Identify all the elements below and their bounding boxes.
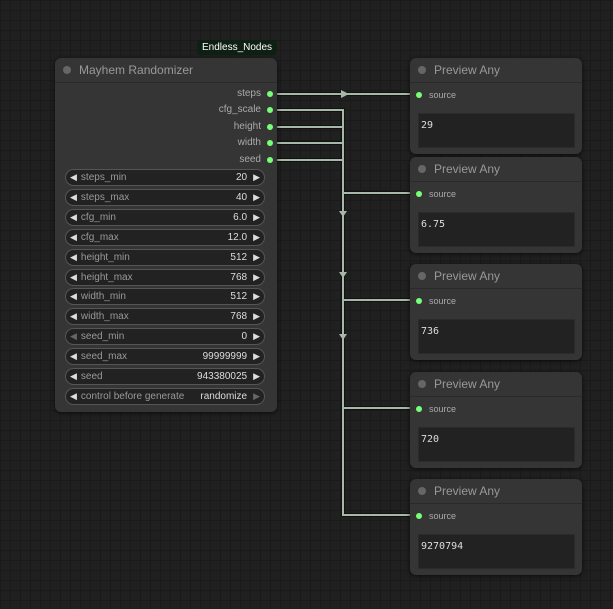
increment-arrow-icon[interactable]: ▶ <box>253 311 260 322</box>
node-title: Preview Any <box>434 63 501 77</box>
node-pack-badge: Endless_Nodes <box>197 40 278 55</box>
preview-any-node[interactable]: Preview Any source 9270794 <box>410 479 582 575</box>
output-cfg_scale[interactable]: cfg_scale <box>219 104 273 115</box>
collapse-dot-icon[interactable] <box>418 272 426 280</box>
decrement-arrow-icon[interactable]: ◀ <box>70 390 77 401</box>
increment-arrow-icon[interactable]: ▶ <box>253 211 260 222</box>
decrement-arrow-icon[interactable]: ◀ <box>70 271 77 282</box>
output-slot-icon[interactable] <box>267 156 273 163</box>
preview-output-text[interactable]: 9270794 <box>418 534 575 569</box>
collapse-dot-icon[interactable] <box>418 380 426 388</box>
node-title: Preview Any <box>434 269 501 283</box>
preview-any-node[interactable]: Preview Any source 720 <box>410 372 582 468</box>
output-slot-icon[interactable] <box>267 106 273 113</box>
increment-arrow-icon[interactable]: ▶ <box>253 331 260 342</box>
node-title: Mayhem Randomizer <box>79 63 194 77</box>
preview-output-text[interactable]: 720 <box>418 427 575 462</box>
preview-output-text[interactable]: 29 <box>418 113 575 148</box>
increment-arrow-icon[interactable]: ▶ <box>253 251 260 262</box>
decrement-arrow-icon[interactable]: ◀ <box>70 331 77 342</box>
collapse-dot-icon[interactable] <box>418 66 426 74</box>
output-slot-icon[interactable] <box>267 90 273 97</box>
decrement-arrow-icon[interactable]: ◀ <box>70 371 77 381</box>
increment-arrow-icon[interactable]: ▶ <box>253 351 260 362</box>
input-source[interactable]: source <box>416 511 456 521</box>
collapse-dot-icon[interactable] <box>418 165 426 173</box>
decrement-arrow-icon[interactable]: ◀ <box>70 172 77 182</box>
collapse-dot-icon[interactable] <box>63 66 71 74</box>
decrement-arrow-icon[interactable]: ◀ <box>70 291 77 302</box>
increment-arrow-icon[interactable]: ▶ <box>253 371 260 381</box>
input-source[interactable]: source <box>416 90 456 100</box>
output-width[interactable]: width <box>238 137 273 148</box>
output-slot-icon[interactable] <box>267 139 273 146</box>
increment-arrow-icon[interactable]: ▶ <box>253 172 260 182</box>
preview-any-node[interactable]: Preview Any source 29 <box>410 58 582 154</box>
collapse-dot-icon[interactable] <box>418 487 426 495</box>
input-slot-icon[interactable] <box>416 92 422 98</box>
input-source[interactable]: source <box>416 189 456 199</box>
input-slot-icon[interactable] <box>416 406 422 412</box>
input-slot-icon[interactable] <box>416 513 422 519</box>
output-height[interactable]: height <box>234 121 273 132</box>
input-slot-icon[interactable] <box>416 298 422 304</box>
decrement-arrow-icon[interactable]: ◀ <box>70 311 77 322</box>
preview-output-text[interactable]: 6.75 <box>418 212 575 247</box>
increment-arrow-icon[interactable]: ▶ <box>253 191 260 202</box>
input-slot-icon[interactable] <box>416 191 422 197</box>
output-slot-icon[interactable] <box>267 123 273 130</box>
increment-arrow-icon[interactable]: ▶ <box>253 271 260 282</box>
output-seed[interactable]: seed <box>239 154 273 165</box>
increment-arrow-icon[interactable]: ▶ <box>253 231 260 242</box>
decrement-arrow-icon[interactable]: ◀ <box>70 211 77 222</box>
preview-any-node[interactable]: Preview Any source 736 <box>410 264 582 360</box>
output-steps[interactable]: steps <box>237 88 273 99</box>
node-title: Preview Any <box>434 484 501 498</box>
preview-any-node[interactable]: Preview Any source 6.75 <box>410 157 582 253</box>
input-source[interactable]: source <box>416 404 456 414</box>
node-title: Preview Any <box>434 377 501 391</box>
node-title: Preview Any <box>434 162 501 176</box>
decrement-arrow-icon[interactable]: ◀ <box>70 351 77 362</box>
increment-arrow-icon[interactable]: ▶ <box>253 390 260 401</box>
increment-arrow-icon[interactable]: ▶ <box>253 291 260 302</box>
decrement-arrow-icon[interactable]: ◀ <box>70 231 77 242</box>
input-source[interactable]: source <box>416 296 456 306</box>
decrement-arrow-icon[interactable]: ◀ <box>70 251 77 262</box>
preview-output-text[interactable]: 736 <box>418 319 575 354</box>
decrement-arrow-icon[interactable]: ◀ <box>70 191 77 202</box>
